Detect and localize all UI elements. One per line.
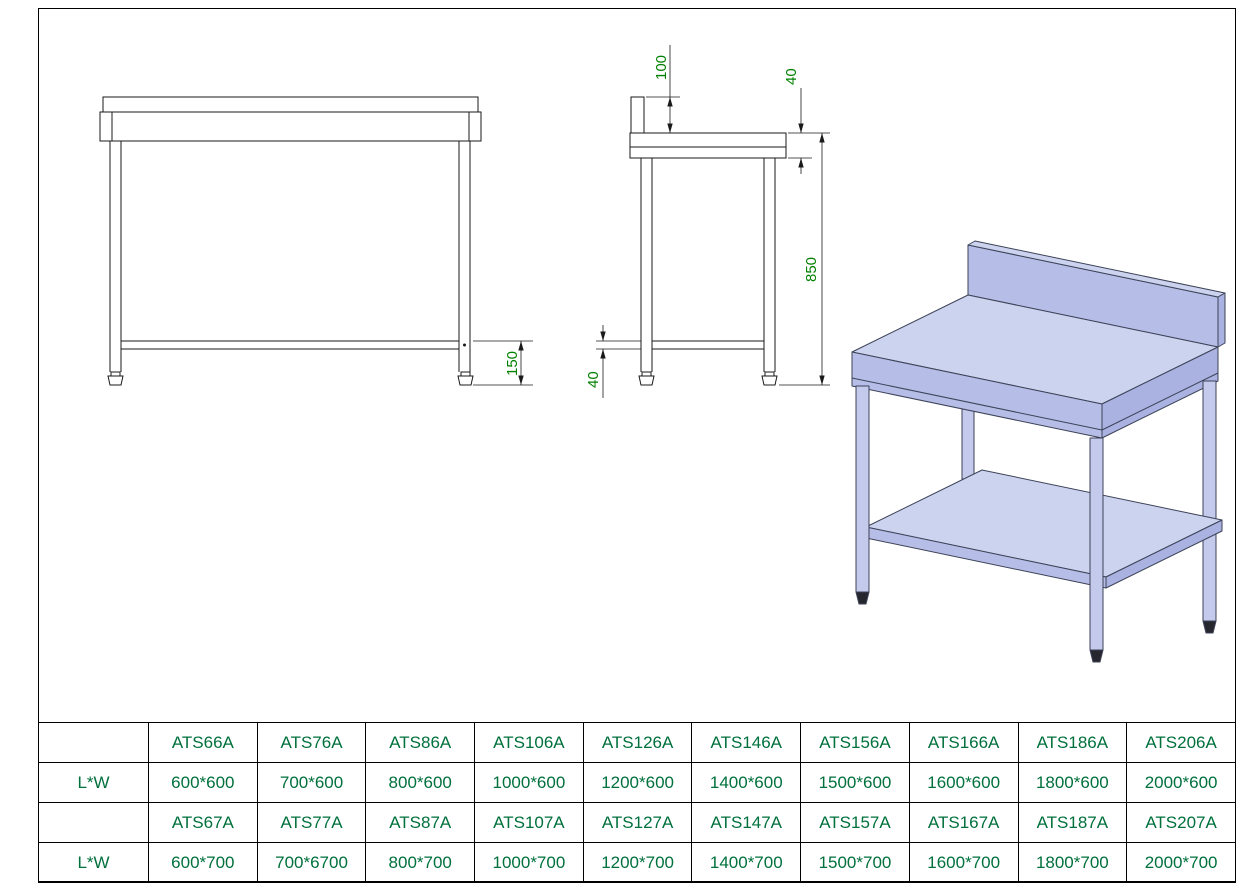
table-row-models-600: ATS66A ATS76A ATS86A ATS106A ATS126A ATS… [38,722,1236,763]
side-left-foot [641,371,652,377]
spec-size-cell: 800*700 [365,842,476,883]
dim-label-top-thickness: 40 [783,68,800,85]
iso-shelf-top [865,469,1223,578]
spec-row-label: L*W [38,842,149,883]
dim-label-backsplash-height: 100 [653,55,670,80]
spec-size-cell: 700*600 [256,762,367,803]
spec-model-cell: ATS127A [582,802,693,843]
spec-size-cell: 600*700 [148,842,258,883]
spec-model-cell: ATS66A [148,722,258,763]
spec-size-cell: 1600*700 [908,842,1019,883]
iso-front-right-leg [1089,437,1104,651]
iso-shelf-side [1105,519,1223,589]
dim-label-shelf-thickness: 40 [585,371,602,388]
iso-front-left-foot [855,591,870,605]
dim-label-overall-height: 850 [803,257,820,282]
dim-label-shelf-height: 150 [504,351,521,376]
dimension-annotations: 150 100 40 850 [473,45,830,398]
spec-model-cell: ATS157A [800,802,910,843]
spec-model-cell: ATS126A [582,722,693,763]
spec-size-cell: 1500*700 [800,842,910,883]
spec-model-cell: ATS166A [908,722,1019,763]
spec-size-cell: 600*600 [148,762,258,803]
spec-model-cell: ATS76A [256,722,367,763]
spec-model-cell: ATS146A [691,722,802,763]
iso-front-right-foot [1089,649,1104,663]
spec-model-cell: ATS207A [1126,802,1236,843]
spec-size-cell: 1200*600 [582,762,693,803]
spec-size-cell: 2000*700 [1126,842,1236,883]
spec-model-cell: ATS186A [1017,722,1128,763]
spec-model-cell: ATS167A [908,802,1019,843]
spec-size-cell: 1800*600 [1017,762,1128,803]
front-view [99,96,482,386]
spec-row-label [38,722,149,763]
spec-size-cell: 1500*600 [800,762,910,803]
spec-size-cell: 1000*700 [474,842,584,883]
spec-row-label: L*W [38,762,149,803]
spec-model-cell: ATS106A [474,722,584,763]
spec-size-cell: 1800*700 [1017,842,1128,883]
iso-backsplash-side [1217,292,1226,348]
spec-model-cell: ATS87A [365,802,476,843]
spec-size-cell: 800*600 [365,762,476,803]
spec-size-cell: 2000*600 [1126,762,1236,803]
spec-table: ATS66A ATS76A ATS86A ATS106A ATS126A ATS… [38,722,1236,883]
iso-back-right-leg [1202,380,1217,622]
side-right-foot [764,371,775,377]
spec-model-cell: ATS156A [800,722,910,763]
spec-size-cell: 1400*600 [691,762,802,803]
spec-row-label [38,802,149,843]
spec-model-cell: ATS107A [474,802,584,843]
side-view [629,96,787,386]
spec-model-cell: ATS206A [1126,722,1236,763]
spec-size-cell: 1000*600 [474,762,584,803]
technical-drawing: 150 100 40 850 [99,45,1226,663]
isometric-view [851,240,1226,663]
spec-size-cell: 1400*700 [691,842,802,883]
spec-size-cell: 700*6700 [256,842,367,883]
spec-model-cell: ATS77A [256,802,367,843]
spec-model-cell: ATS86A [365,722,476,763]
iso-front-left-leg [855,385,870,593]
iso-back-right-foot [1202,620,1217,634]
table-row-sizes-600: L*W 600*600 700*600 800*600 1000*600 120… [38,762,1236,803]
front-right-foot [460,371,471,377]
spec-model-cell: ATS147A [691,802,802,843]
table-row-models-700: ATS67A ATS77A ATS87A ATS107A ATS127A ATS… [38,802,1236,843]
spec-model-cell: ATS187A [1017,802,1128,843]
front-left-foot [110,371,121,377]
spec-size-cell: 1200*700 [582,842,693,883]
table-row-sizes-700: L*W 600*700 700*6700 800*700 1000*700 12… [38,842,1236,883]
spec-model-cell: ATS67A [148,802,258,843]
spec-size-cell: 1600*600 [908,762,1019,803]
bolt-dot [463,343,466,347]
